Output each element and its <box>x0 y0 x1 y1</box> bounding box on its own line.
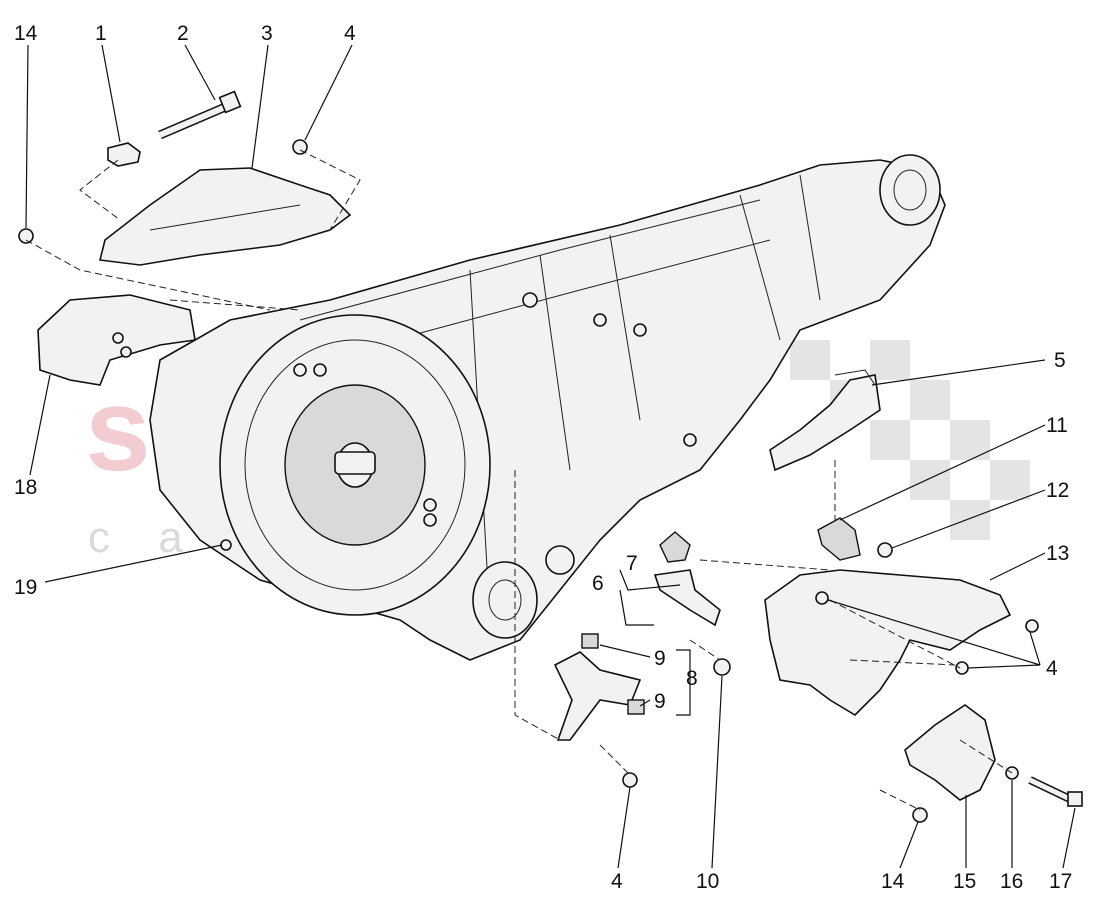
callouts: 14 1 2 3 4 5 11 12 13 4 18 19 6 7 8 9 9 … <box>14 22 1072 893</box>
bolt-14-left <box>18 228 34 244</box>
heat-shield-13 <box>764 569 1012 717</box>
sensor-7 <box>659 531 691 563</box>
clip <box>107 142 141 167</box>
callout-14-bottom: 14 <box>881 870 905 893</box>
transmission-assembly <box>149 154 946 661</box>
heat-shield-upper <box>99 167 352 266</box>
assembly-lines <box>25 149 1013 811</box>
callout-1: 1 <box>95 22 107 45</box>
long-bolt <box>158 90 242 140</box>
callout-12: 12 <box>1046 479 1069 502</box>
callout-3: 3 <box>261 22 273 45</box>
callout-2: 2 <box>177 22 189 45</box>
callout-8: 8 <box>686 667 698 690</box>
callout-6: 6 <box>592 572 604 595</box>
bolt-12 <box>877 542 893 558</box>
bracket-6 <box>653 569 721 627</box>
callout-4-top: 4 <box>344 22 356 45</box>
callout-18: 18 <box>14 476 37 499</box>
callout-17: 17 <box>1049 870 1072 893</box>
callout-16: 16 <box>1000 870 1023 893</box>
bolt-10 <box>713 658 731 676</box>
heat-shield-15 <box>904 704 996 801</box>
callout-4-bottom: 4 <box>611 870 623 893</box>
bracket-11 <box>817 517 861 561</box>
callout-9-bottom: 9 <box>654 690 666 713</box>
bracket-8 <box>553 651 642 741</box>
callout-11: 11 <box>1046 414 1068 437</box>
callout-13: 13 <box>1046 542 1069 565</box>
callout-5: 5 <box>1054 349 1066 372</box>
leader-lines <box>25 44 1076 869</box>
callout-7: 7 <box>626 552 638 575</box>
clip-9b <box>627 699 645 715</box>
callout-4-right: 4 <box>1046 657 1058 680</box>
callout-15: 15 <box>953 870 976 893</box>
heat-shield-right <box>769 374 881 472</box>
callout-10: 10 <box>696 870 719 893</box>
bolt-4-top <box>292 139 308 155</box>
callout-19: 19 <box>14 576 37 599</box>
bolt-17 <box>1028 776 1083 807</box>
bolt-4-lower <box>622 772 638 788</box>
callout-9-top: 9 <box>654 647 666 670</box>
clip-9a <box>581 633 599 649</box>
callout-14-top: 14 <box>14 22 38 45</box>
